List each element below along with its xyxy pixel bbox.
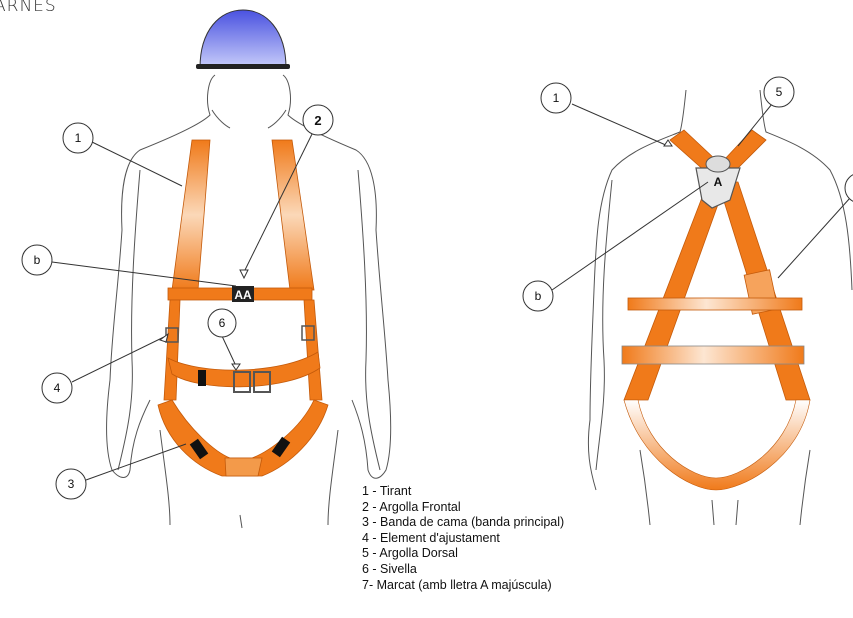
front-leader-4 [72, 336, 166, 382]
legend-item-1: 1 - Tirant [362, 484, 564, 500]
legend-item-3: 3 - Banda de cama (banda principal) [362, 515, 564, 531]
back-leader-1 [572, 104, 668, 146]
legend: 1 - Tirant 2 - Argolla Frontal 3 - Banda… [362, 484, 564, 593]
front-marking-letter: AA [234, 288, 252, 302]
back-strap-left [624, 182, 726, 400]
back-callout-b: b [535, 289, 542, 303]
back-lower-band [622, 346, 804, 364]
front-callout-b: b [34, 253, 41, 267]
back-callout-1: 1 [553, 91, 560, 105]
front-callout-2: 2 [314, 113, 321, 128]
back-callout-5: 5 [776, 85, 783, 99]
back-leg-loop [624, 400, 810, 490]
legend-item-5: 5 - Argolla Dorsal [362, 546, 564, 562]
front-leader-3 [86, 444, 186, 480]
helmet [200, 10, 286, 68]
back-marking-letter: A [714, 175, 723, 189]
front-arrowhead-6 [232, 364, 240, 370]
legend-item-4: 4 - Element d'ajustament [362, 531, 564, 547]
helmet-brim [196, 64, 290, 69]
front-side-strap-left [164, 300, 180, 400]
front-arrowhead-2 [240, 270, 248, 278]
front-neck [212, 110, 286, 128]
back-strap-shoulder-right [724, 130, 766, 172]
back-view: A 1 5 b [523, 77, 853, 525]
front-callout-3: 3 [68, 477, 75, 491]
front-view: AA [22, 10, 391, 528]
back-upper-band [628, 298, 802, 310]
back-body-outline [588, 90, 852, 490]
front-leader-b [52, 262, 236, 286]
front-callout-4: 4 [54, 381, 61, 395]
legend-item-2: 2 - Argolla Frontal [362, 500, 564, 516]
front-callout-6: 6 [219, 316, 226, 330]
front-leader-1 [92, 142, 182, 186]
legend-item-6: 6 - Sivella [362, 562, 564, 578]
back-leader-side [778, 198, 850, 278]
back-callout-edge-circle [845, 173, 853, 203]
front-body-outline [106, 75, 390, 478]
back-dorsal-d [706, 156, 730, 172]
front-shoulder-strap-left [172, 140, 210, 290]
front-callout-1: 1 [75, 131, 82, 145]
front-waist-belt [168, 352, 320, 387]
front-leg-band-inner [225, 458, 262, 476]
front-side-strap-right [304, 300, 322, 400]
front-leader-6 [222, 336, 236, 366]
front-belt-black-tab [198, 370, 206, 386]
front-shoulder-strap-right [272, 140, 314, 290]
legend-item-7: 7- Marcat (amb lletra A majúscula) [362, 578, 564, 594]
